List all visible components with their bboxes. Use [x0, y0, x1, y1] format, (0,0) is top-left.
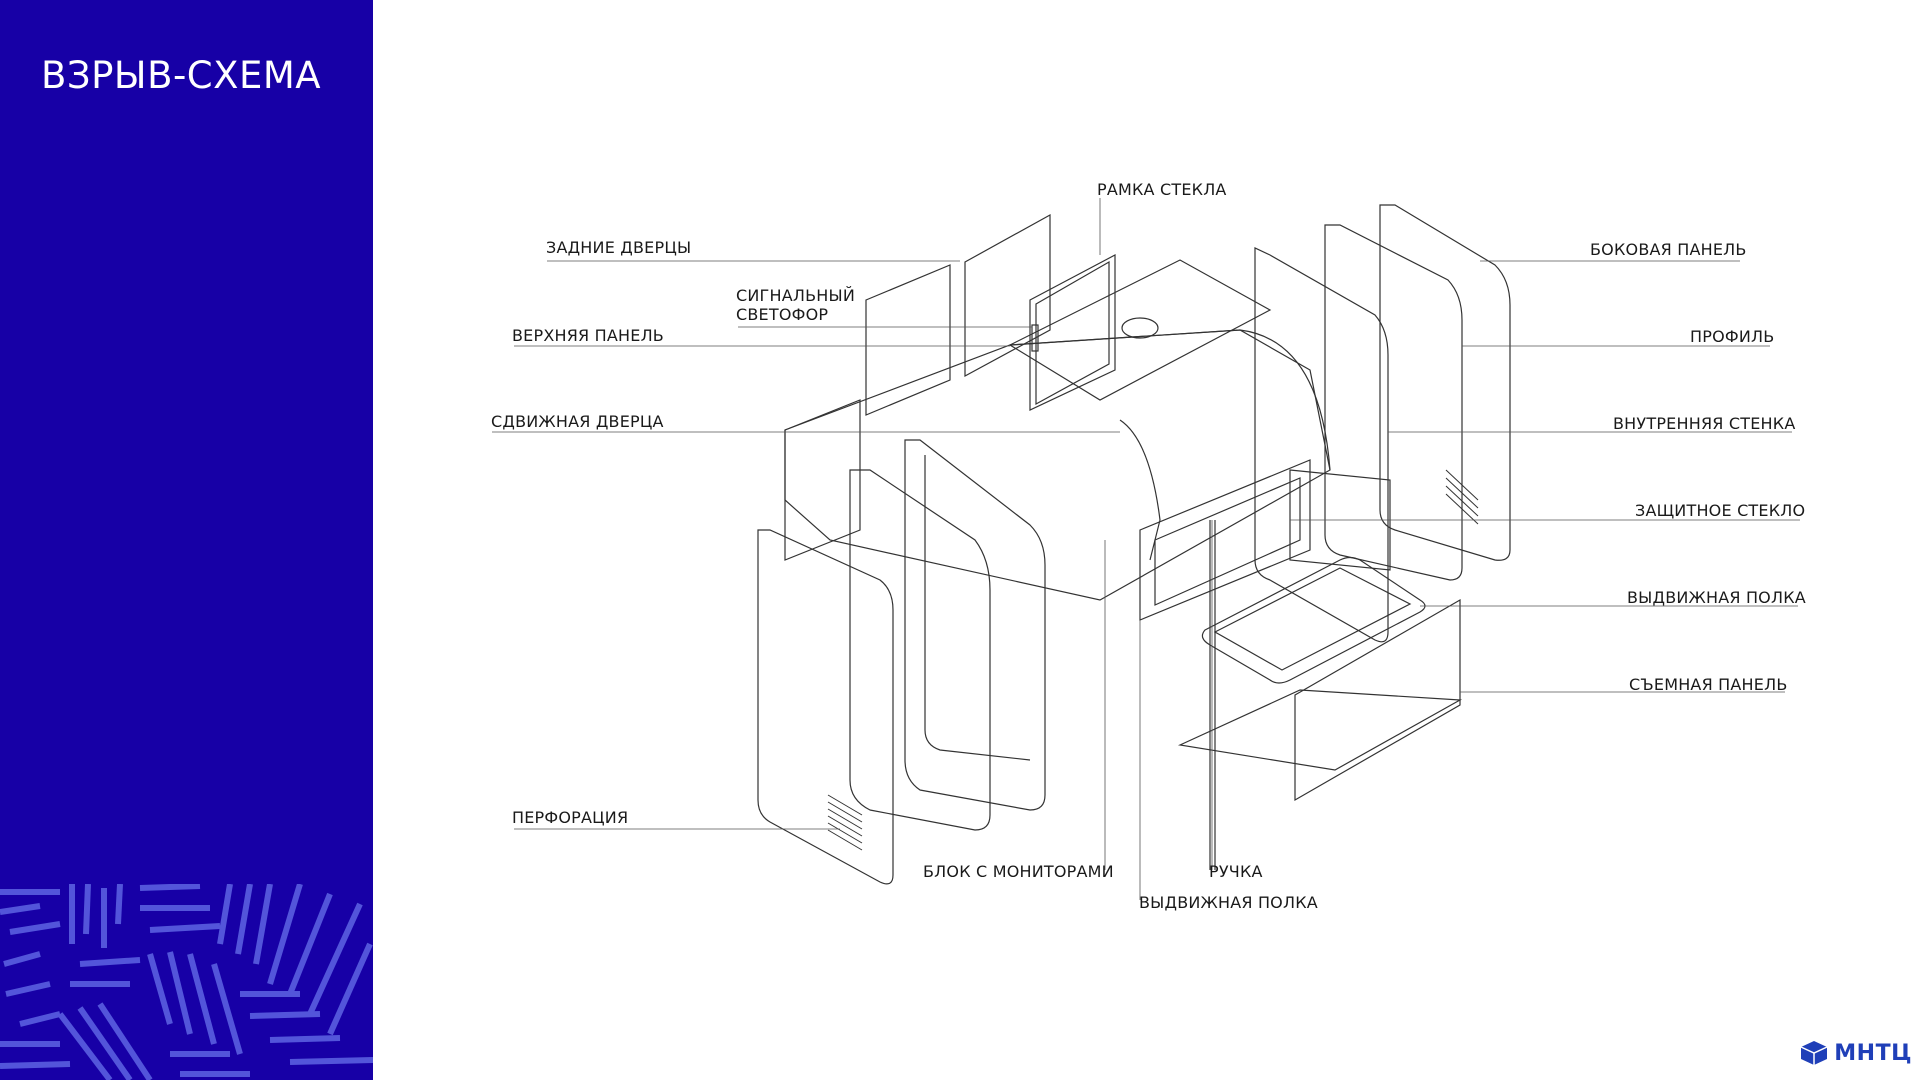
page-title: ВЗРЫВ-СХЕМА: [41, 54, 322, 97]
label-glass-frame: РАМКА СТЕКЛА: [1097, 180, 1227, 199]
label-drawer-shelf-bottom: ВЫДВИЖНАЯ ПОЛКА: [1139, 893, 1318, 912]
label-profile: ПРОФИЛЬ: [1690, 327, 1775, 346]
decorative-pattern: [0, 884, 373, 1080]
label-signal-light-line2: СВЕТОФОР: [736, 305, 829, 324]
exploded-diagram: [492, 198, 1800, 900]
sidebar: ВЗРЫВ-СХЕМА: [0, 0, 373, 1080]
label-sliding-door: СДВИЖНАЯ ДВЕРЦА: [491, 412, 664, 431]
logo-text: МНТЦ: [1834, 1040, 1912, 1066]
company-logo: МНТЦ: [1800, 1040, 1912, 1066]
label-side-panel: БОКОВАЯ ПАНЕЛЬ: [1590, 240, 1747, 259]
logo-mark-icon: [1800, 1041, 1828, 1065]
label-back-doors: ЗАДНИЕ ДВЕРЦЫ: [546, 238, 692, 257]
label-protective-glass: ЗАЩИТНОЕ СТЕКЛО: [1635, 501, 1806, 520]
label-inner-wall: ВНУТРЕННЯЯ СТЕНКА: [1613, 414, 1796, 433]
label-monitor-block: БЛОК С МОНИТОРАМИ: [923, 862, 1114, 881]
label-removable-panel: СЪЕМНАЯ ПАНЕЛЬ: [1629, 675, 1788, 694]
label-drawer-shelf-right: ВЫДВИЖНАЯ ПОЛКА: [1627, 588, 1806, 607]
label-perforation: ПЕРФОРАЦИЯ: [512, 808, 629, 827]
label-signal-light-line1: СИГНАЛЬНЫЙ: [736, 286, 855, 305]
label-handle: РУЧКА: [1209, 862, 1263, 881]
label-top-panel: ВЕРХНЯЯ ПАНЕЛЬ: [512, 326, 664, 345]
